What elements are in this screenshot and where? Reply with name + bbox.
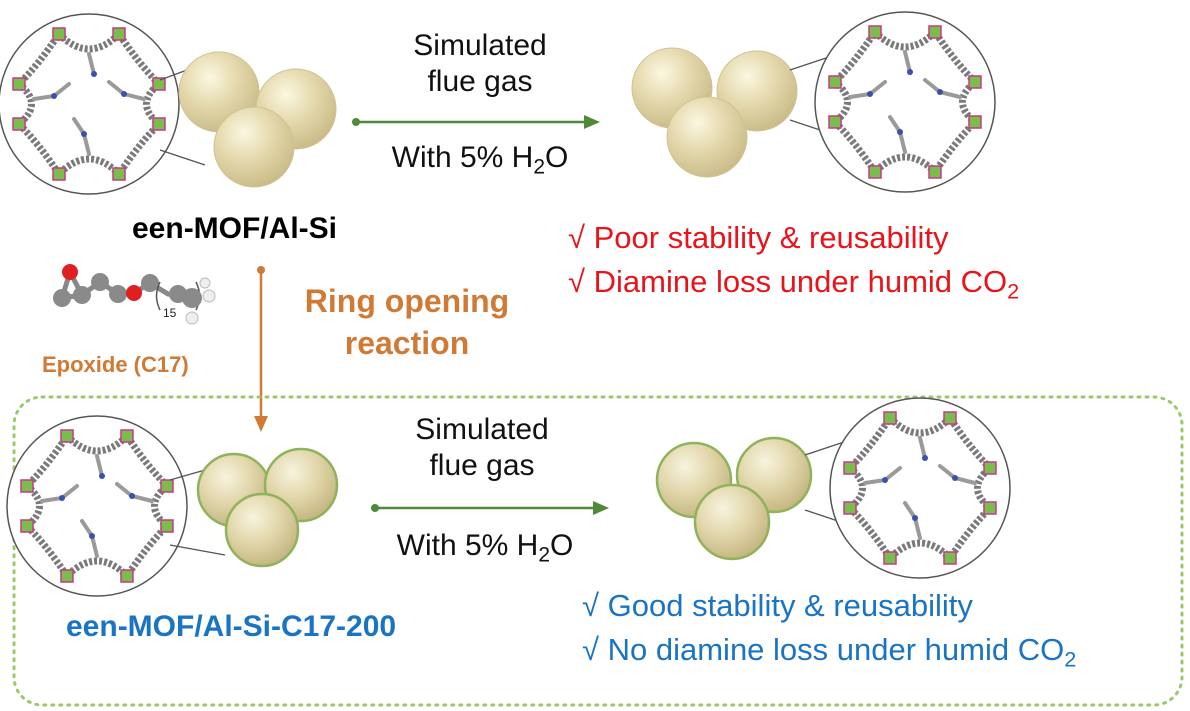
material-name-bottom: een-MOF/Al-Si-C17-200 [66, 610, 397, 643]
condition-top-humidity: With 5% H2O [391, 141, 569, 179]
particles-top-left [178, 51, 337, 188]
flue-gas-arrow-top [352, 115, 600, 129]
outcome-top-2: √ Diamine loss under humid CO2 [568, 264, 1020, 304]
pore-structure-top-right [815, 12, 995, 192]
material-name-top: een-MOF/Al-Si [132, 212, 338, 245]
condition-top-line1: Simulated [413, 29, 547, 62]
condition-bottom-line1: Simulated [415, 413, 549, 446]
reaction-line1: Ring opening [304, 283, 510, 319]
condition-top: Simulated flue gas [380, 28, 580, 100]
condition-bottom: Simulated flue gas [382, 412, 582, 484]
condition-top-line2: flue gas [427, 65, 533, 98]
pore-structure-bottom-left [7, 416, 187, 596]
pore-structure-top-left [0, 14, 179, 194]
modified-section-box [12, 395, 1184, 707]
outcome-bottom-2: √ No diamine loss under humid CO2 [582, 632, 1077, 672]
reaction-line2: reaction [344, 325, 470, 361]
reaction-label: Ring opening reaction [272, 280, 542, 364]
condition-bottom-humidity: With 5% H2O [396, 529, 574, 567]
particles-bottom-left [196, 447, 339, 568]
reagent-label: Epoxide (C17) [42, 352, 189, 377]
condition-bottom-line2: flue gas [429, 449, 535, 482]
repeat-count: 15 [163, 306, 177, 320]
particles-bottom-right [655, 436, 813, 561]
pore-structure-bottom-right [830, 398, 1010, 578]
particles-top-right [631, 47, 798, 178]
ring-opening-arrow [254, 266, 268, 432]
outcome-top-1: √ Poor stability & reusability [568, 220, 949, 255]
epoxide-molecule [53, 264, 216, 325]
outcome-bottom-1: √ Good stability & reusability [582, 588, 973, 623]
flue-gas-arrow-bottom [371, 501, 609, 515]
